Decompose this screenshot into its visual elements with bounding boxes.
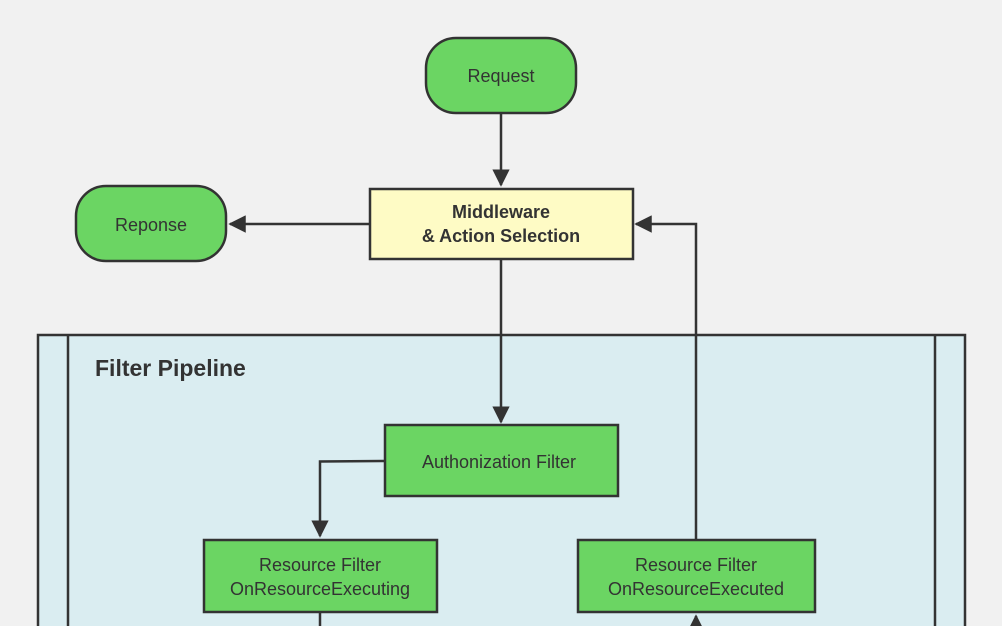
resource-filter-executed-node: Resource Filter OnResourceExecuted bbox=[576, 538, 817, 614]
resource-filter-executing-node: Resource Filter OnResourceExecuting bbox=[202, 538, 439, 614]
middleware-label-line1: Middleware bbox=[452, 202, 550, 222]
request-node: Request bbox=[424, 36, 578, 115]
resource-executing-label-line2: OnResourceExecuting bbox=[230, 579, 410, 599]
pipeline-title: Filter Pipeline bbox=[95, 355, 246, 381]
resource-executing-label-line1: Resource Filter bbox=[259, 555, 381, 575]
middleware-node: Middleware & Action Selection bbox=[368, 187, 635, 261]
authorization-filter-node: Authonization Filter bbox=[383, 423, 620, 498]
authorization-filter-label: Authonization Filter bbox=[422, 452, 576, 472]
middleware-label-line2: & Action Selection bbox=[422, 226, 580, 246]
response-label: Reponse bbox=[115, 215, 187, 235]
edges bbox=[228, 114, 705, 626]
edge-resource-executed-to-middleware bbox=[634, 215, 698, 539]
resource-executed-label-line2: OnResourceExecuted bbox=[608, 579, 784, 599]
request-label: Request bbox=[467, 66, 534, 86]
edge-authorization-to-resource-executing bbox=[311, 459, 385, 538]
resource-executed-label-line1: Resource Filter bbox=[635, 555, 757, 575]
response-node: Reponse bbox=[74, 184, 228, 263]
